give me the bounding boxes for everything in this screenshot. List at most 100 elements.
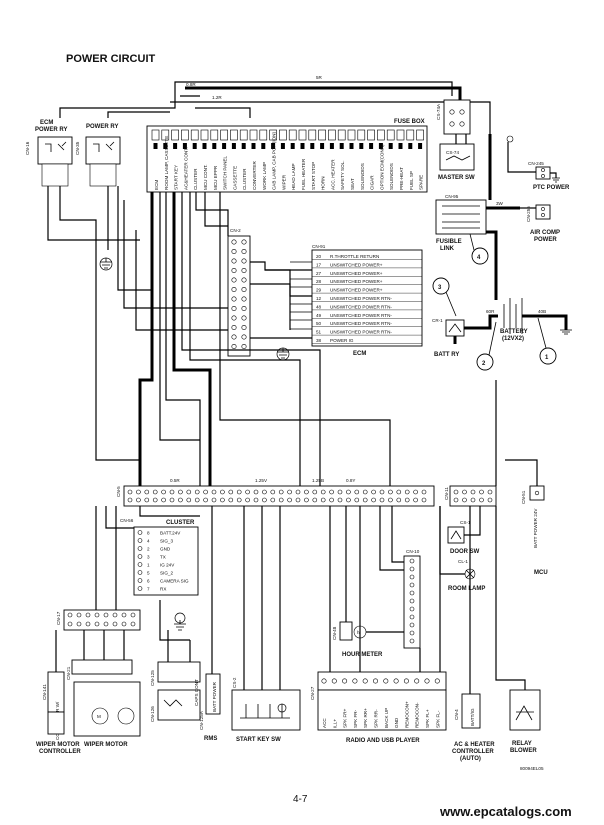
fuse-element [192,143,197,149]
radio-block [317,689,447,731]
cn11-pin [479,497,484,503]
fuse-element [349,143,354,149]
fuse-slot [161,129,170,141]
fuse-element [182,143,187,149]
cluster-pin [137,538,143,543]
cn5-pin [404,497,410,503]
radio-pin-label: SPK RR- [374,709,379,728]
fuse-slot [210,129,219,141]
mcu-label: MCU [534,570,548,576]
fuse-slot [288,129,297,141]
cn5-pin [287,489,292,495]
fuse-element [408,143,413,149]
cn91-pin-number: 29 [316,288,322,293]
cn91-pin-number: 28 [316,279,322,284]
cn95-label: CN-95 [445,194,459,199]
fuse-slot [347,129,356,141]
cn5-pin [304,497,309,503]
radio-pin-label: SPK FR+ [343,708,348,728]
wire-top-bold [185,86,462,100]
fuse-element [251,143,256,149]
cn91-pin-number: 27 [316,271,322,276]
radio-pin-label: REMOCON+ [404,701,409,728]
cn91-label: CN-91 [312,244,326,249]
hour-meter-label: HOUR METER [342,652,383,658]
cn5-pin [413,497,418,503]
wire-label-a: 0.5R [170,478,180,483]
cn5-pin [203,497,208,503]
cn17-pin [94,621,100,627]
cn2-pin [241,296,247,302]
fuse-label: OPTION ECM(CONN) [379,144,384,190]
radio-pin [342,678,348,684]
cn2-pin [241,258,247,264]
cn10-pin [409,566,415,572]
cn5-pin [186,489,192,495]
cn5-pin [236,497,242,503]
radio-pin-label: ILL+ [332,719,337,728]
cluster-pin-label: GND [160,547,171,552]
callout-2-text: 2 [482,361,486,367]
cn10-pin [409,598,415,604]
cn5-pin [354,489,360,495]
fuse-label: WIPER [281,174,286,190]
cn2-pin [231,277,237,283]
page-number: 4-7 [293,794,308,805]
cn5-pin [329,497,334,503]
radio-pin [383,678,389,684]
room-lamp-label: ROOM LAMP [448,586,485,592]
radio-pin [424,678,430,684]
cn17-pin [94,612,100,618]
fuse-element [261,143,266,149]
cn11-pin [462,497,467,503]
radio-pin [331,678,337,684]
fuse-box [146,125,428,193]
fuse-slot [318,129,326,141]
cn5-pin [186,497,192,503]
start-key-sw-box [231,689,301,731]
cn5-pin [228,489,234,495]
cn91-pin-number: 20 [316,254,322,259]
cn5-pin [178,489,183,495]
cluster-pin [137,562,143,567]
fuse-slot [151,129,160,141]
cn21-label: CN-21 [66,666,71,680]
page-title: POWER CIRCUIT [66,53,156,65]
fuse-element [378,143,383,149]
cn91-pin-number: 38 [316,338,322,343]
cluster-pin [137,530,143,535]
battery-label: BATTERY(12VX2) [500,329,528,342]
cn17-connector [63,609,141,631]
cn5-pin [354,497,360,503]
cn48-label: CN-48 [332,626,337,640]
fuse-label: START KEY [174,165,179,190]
cn5-pin [346,489,351,495]
cn125-connector [157,661,201,683]
master-sw-label: MASTER SW [438,175,475,181]
cluster-pin [137,570,143,575]
radio-label: RADIO AND USB PLAYER [346,738,420,744]
fuse-element [202,143,207,149]
cn91-pin-number: 48 [316,304,322,309]
fuse-label: SPARE [419,175,424,190]
cn2-pin [231,305,237,311]
radio-pin-label: SPK RR+ [363,708,368,728]
cluster-pin-number: 1 [147,563,150,568]
cn4-label: CN-4 [454,709,459,720]
cluster-block [133,526,199,596]
fuse-slot [200,129,209,141]
cn10-pin [409,622,415,628]
cn5-pin [337,489,343,495]
cluster-pin-label: TX [160,555,166,560]
cn10-label: CN-10 [406,549,420,554]
fuse-element [418,143,423,149]
cn48-connector [339,621,353,641]
cn91-pin-label: R.THROTTLE RETURN [330,254,379,259]
ground-symbol [174,612,186,631]
fuse-slot [279,129,287,141]
cn2-pin [231,343,237,349]
fuse-slot [298,129,307,141]
cn5-pin [362,489,368,495]
fuse-label: SOLENOIDS [360,163,365,190]
